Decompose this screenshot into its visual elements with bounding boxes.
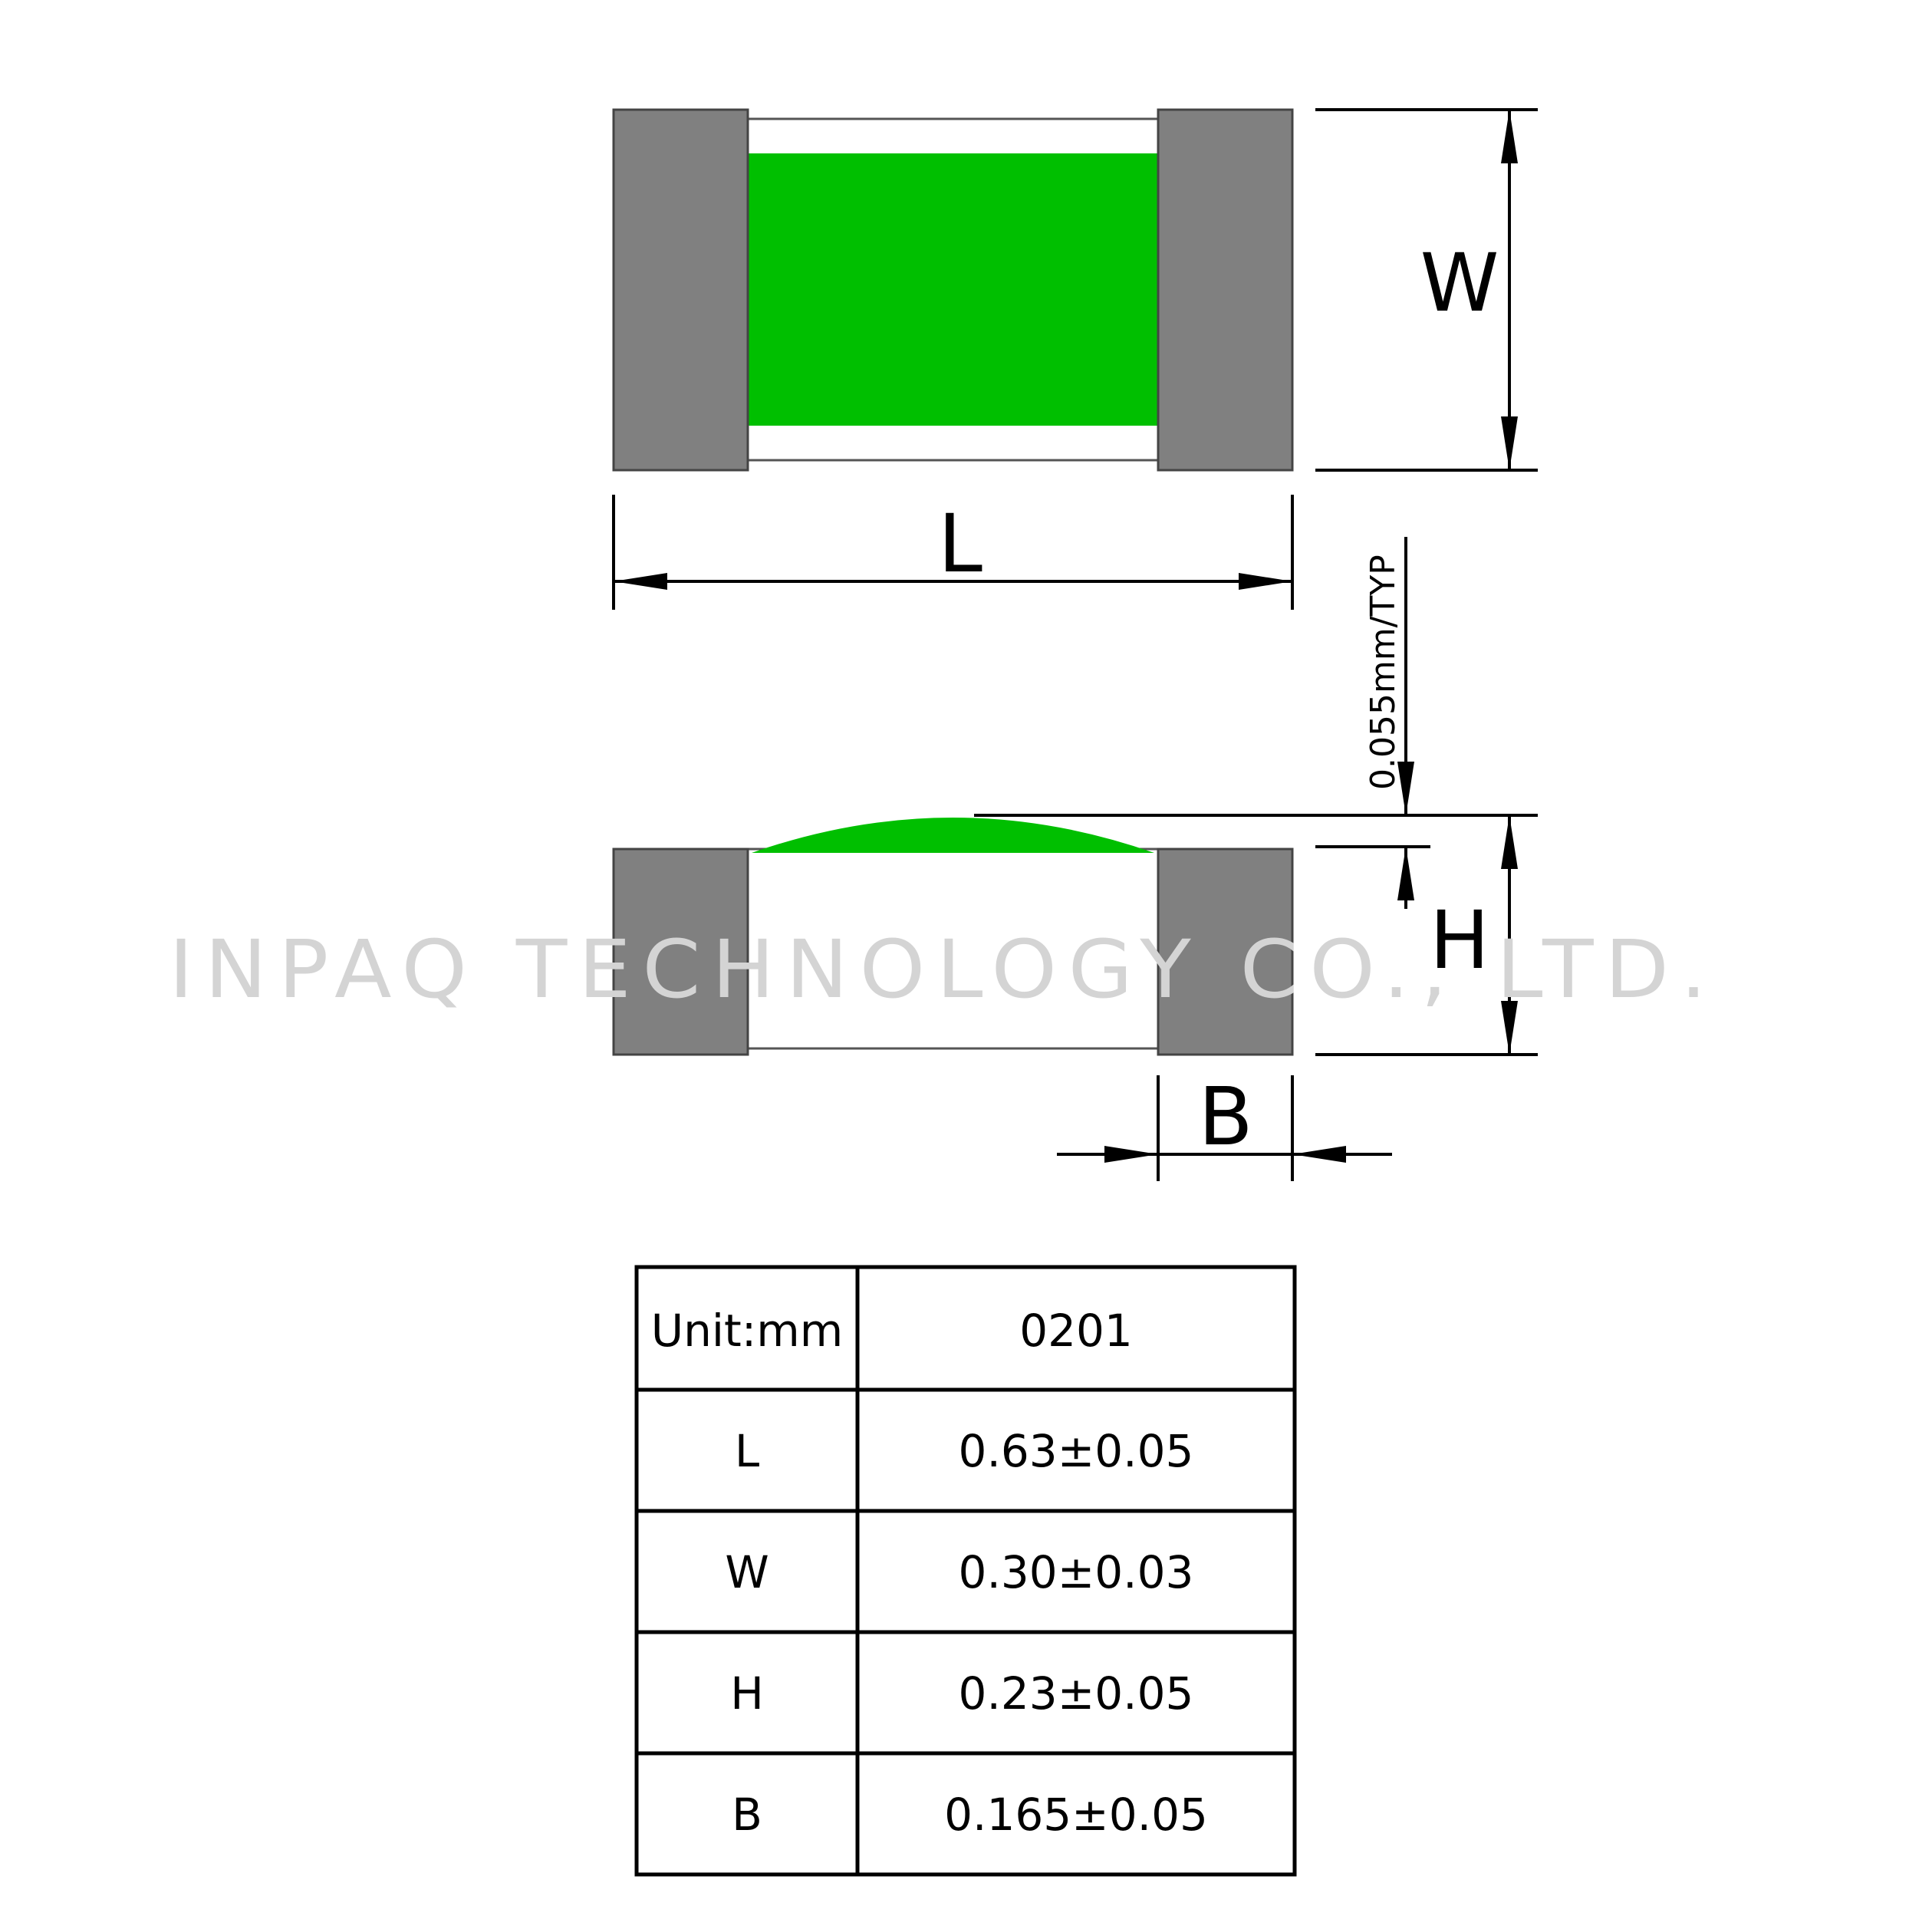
side-overcoat: [752, 818, 1154, 853]
table-row-w-label: W: [725, 1546, 769, 1598]
table-row-l-label: L: [735, 1425, 759, 1477]
dimension-table: Unit:mm 0201 L 0.63±0.05 W 0.30±0.03 H 0…: [634, 1265, 1297, 1877]
width-label: W: [1420, 236, 1499, 330]
top-resistive-layer: [748, 153, 1158, 426]
length-dimension: L: [612, 495, 1294, 610]
table-row-b-label: B: [732, 1789, 762, 1841]
top-view: [612, 108, 1294, 472]
table-row-w-value: 0.30±0.03: [959, 1546, 1194, 1598]
table-row-l-value: 0.63±0.05: [959, 1425, 1194, 1477]
side-terminal-right: [1157, 848, 1294, 1056]
overcoat-thickness-callout: 0.055mm/TYP: [974, 537, 1538, 909]
overcoat-label: 0.055mm/TYP: [1364, 555, 1403, 790]
table-header-unit: Unit:mm: [651, 1305, 844, 1357]
top-terminal-left: [612, 108, 749, 472]
width-dimension: W: [1315, 108, 1538, 472]
length-label: L: [938, 497, 982, 591]
side-view: [612, 818, 1294, 1056]
height-dimension: H: [1315, 814, 1538, 1056]
table-border: [634, 1265, 1297, 1877]
top-terminal-right: [1157, 108, 1294, 472]
table-row-h-label: H: [730, 1667, 764, 1720]
band-label: B: [1198, 1070, 1252, 1163]
table-row-b-value: 0.165±0.05: [944, 1789, 1208, 1841]
band-dimension: B: [1057, 1070, 1392, 1181]
table-row-h-value: 0.23±0.05: [959, 1667, 1194, 1720]
side-terminal-left: [612, 848, 749, 1056]
table-header-size: 0201: [1019, 1305, 1133, 1357]
height-label: H: [1430, 894, 1489, 987]
watermark-text: INPAQ TECHNOLOGY CO., LTD.: [169, 923, 1718, 1016]
